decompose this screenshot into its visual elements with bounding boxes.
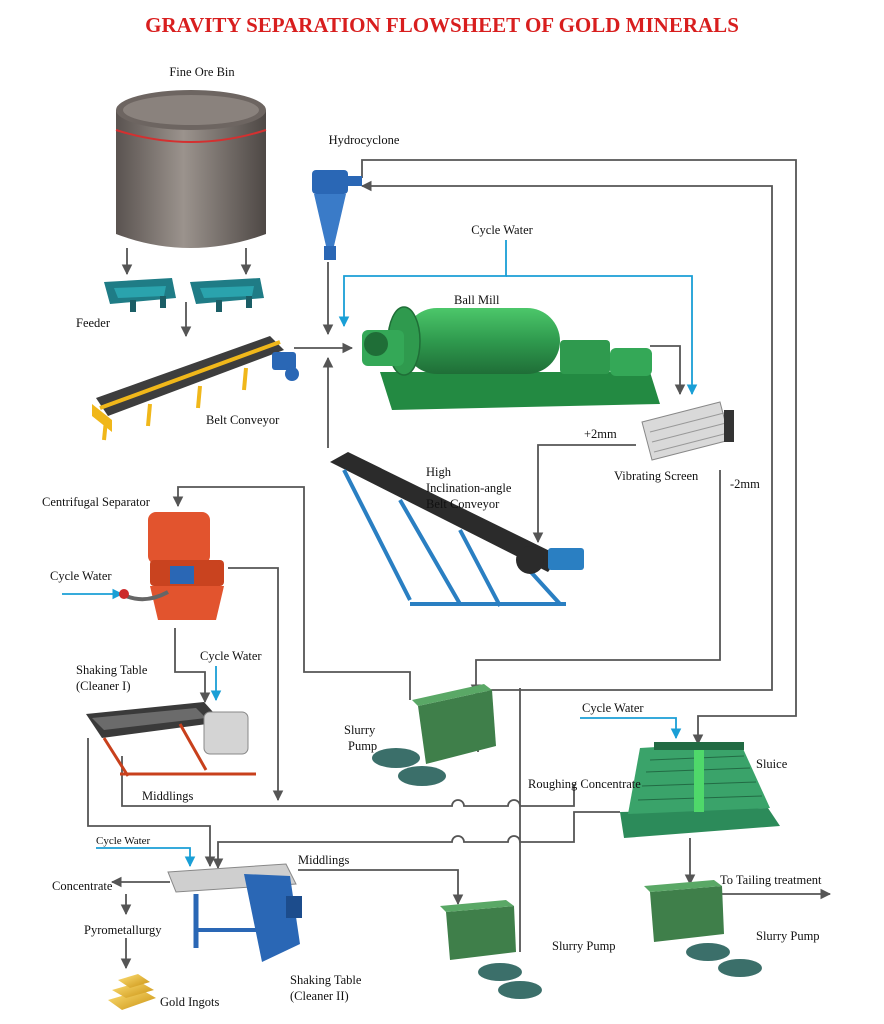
slurry-pump-right: [644, 880, 762, 977]
label-concentrate: Concentrate: [52, 879, 113, 893]
label-slurry-pump-middle-line2: Pump: [348, 739, 377, 753]
label-cycle-water-centrifugal: Cycle Water: [50, 569, 112, 583]
label-slurry-pump-right: Slurry Pump: [756, 929, 820, 943]
label-pyrometallurgy: Pyrometallurgy: [84, 923, 162, 937]
label-shaking-table1-line2: (Cleaner I): [76, 679, 130, 693]
label-cycle-water-top: Cycle Water: [471, 223, 533, 237]
high-incline-belt-conveyor: [330, 452, 584, 607]
label-fine-ore-bin: Fine Ore Bin: [169, 65, 235, 79]
label-feeder: Feeder: [76, 316, 111, 330]
label-gold-ingots: Gold Ingots: [160, 995, 220, 1009]
ball-mill: [362, 306, 660, 410]
feeder-left: [104, 278, 176, 312]
fine-ore-bin: [115, 90, 267, 248]
water-lines: [62, 240, 698, 868]
label-cycle-water-sluice: Cycle Water: [582, 701, 644, 715]
label-sluice: Sluice: [756, 757, 788, 771]
flow-lines: [87, 159, 832, 970]
label-centrifugal-separator: Centrifugal Separator: [42, 495, 151, 509]
slurry-pump-middle: [372, 684, 496, 786]
label-shaking-table2-line2: (Cleaner II): [290, 989, 349, 1003]
slurry-pump-bottom: [440, 900, 542, 999]
label-cycle-water-shaking1: Cycle Water: [200, 649, 262, 663]
label-plus-2mm: +2mm: [584, 427, 617, 441]
label-hydrocyclone: Hydrocyclone: [329, 133, 400, 147]
label-to-tailing: To Tailing treatment: [720, 873, 822, 887]
label-shaking-table1-line1: Shaking Table: [76, 663, 148, 677]
label-slurry-pump-middle-line1: Slurry: [344, 723, 376, 737]
gold-ingots: [108, 974, 156, 1010]
label-minus-2mm: -2mm: [730, 477, 760, 491]
label-high-incline-line2: Inclination-angle: [426, 481, 512, 495]
feeder-right: [190, 278, 264, 312]
label-middlings-2: Middlings: [298, 853, 350, 867]
label-cycle-water-shaking2: Cycle Water: [96, 835, 151, 847]
page-title: GRAVITY SEPARATION FLOWSHEET OF GOLD MIN…: [145, 13, 739, 37]
centrifugal-separator: [119, 512, 224, 620]
labels: Fine Ore Bin Hydrocyclone Cycle Water Fe…: [42, 65, 822, 1009]
label-vibrating-screen: Vibrating Screen: [614, 469, 699, 483]
label-ball-mill: Ball Mill: [454, 293, 500, 307]
sluice: [620, 742, 780, 838]
label-middlings-1: Middlings: [142, 789, 194, 803]
label-slurry-pump-bottom: Slurry Pump: [552, 939, 616, 953]
label-belt-conveyor: Belt Conveyor: [206, 413, 280, 427]
label-shaking-table2-line1: Shaking Table: [290, 973, 362, 987]
shaking-table-cleaner-2: [167, 863, 302, 962]
hydrocyclone: [312, 170, 362, 260]
label-roughing-concentrate: Roughing Concentrate: [528, 777, 641, 791]
label-high-incline-line3: Belt Conveyor: [426, 497, 500, 511]
vibrating-screen: [641, 401, 734, 461]
shaking-table-cleaner-1: [86, 702, 256, 777]
belt-conveyor: [92, 336, 299, 441]
label-high-incline-line1: High: [426, 465, 452, 479]
